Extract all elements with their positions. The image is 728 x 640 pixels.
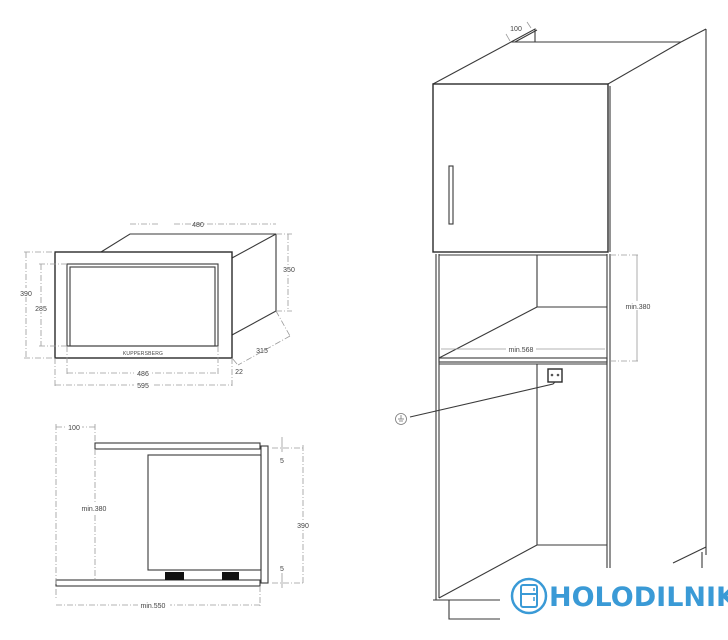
dim-min550-label: min.550 (141, 603, 166, 610)
niche-shelf (438, 357, 608, 363)
cabinet-view: 100 min.568 min.380 (395, 21, 707, 620)
dim-486-label: 486 (137, 371, 149, 378)
ground-icon (395, 413, 407, 425)
microwave-front-panel (260, 445, 269, 584)
dim-min380-cabinet-label: min.380 (626, 304, 651, 311)
dim-285-label: 285 (35, 306, 47, 313)
microwave-window-outer (66, 263, 219, 347)
fridge-logo-icon (510, 577, 548, 615)
microwave-side-body (147, 454, 262, 571)
microwave-body-bottom-edge (231, 310, 277, 336)
dim-5-bottom-label: 5 (280, 566, 284, 573)
dim-min568-label: min.568 (509, 347, 534, 354)
dim-min380-label: min.380 (82, 506, 107, 513)
dim-480-label: 480 (192, 222, 204, 229)
watermark: HOLODILNIK.BY (500, 568, 728, 624)
lower-shelf (55, 579, 261, 587)
brand-label: KUPPERSBERG (123, 351, 163, 357)
dim-22-label: 22 (235, 369, 243, 376)
side-view: 100 min.380 5 5 390 min.550 (55, 422, 311, 610)
microwave-foot (222, 572, 239, 580)
upper-shelf (94, 442, 261, 450)
dim-390-side-label: 390 (297, 523, 309, 530)
microwave-window-inner (69, 266, 216, 347)
front-view: KUPPERSBERG 480 390 285 350 315 22 (18, 219, 297, 390)
microwave-front-frame (54, 251, 233, 359)
dim-line-315 (275, 310, 291, 337)
dim-100-label: 100 (68, 425, 80, 432)
ground-wire (409, 381, 556, 418)
dim-390-label: 390 (20, 291, 32, 298)
door-handle (448, 165, 454, 225)
dim-100-cabinet-label: 100 (510, 26, 522, 33)
watermark-text: HOLODILNIK.BY (549, 582, 728, 613)
dim-350-label: 350 (283, 267, 295, 274)
microwave-foot (165, 572, 184, 580)
dim-5-top-label: 5 (280, 458, 284, 465)
dim-315-label: 315 (256, 348, 268, 355)
dim-595-label: 595 (137, 383, 149, 390)
socket-icon (547, 368, 563, 383)
cabinet-upper-door (432, 83, 609, 253)
microwave-body-top (100, 233, 277, 259)
cabinet-plinth (448, 600, 500, 620)
